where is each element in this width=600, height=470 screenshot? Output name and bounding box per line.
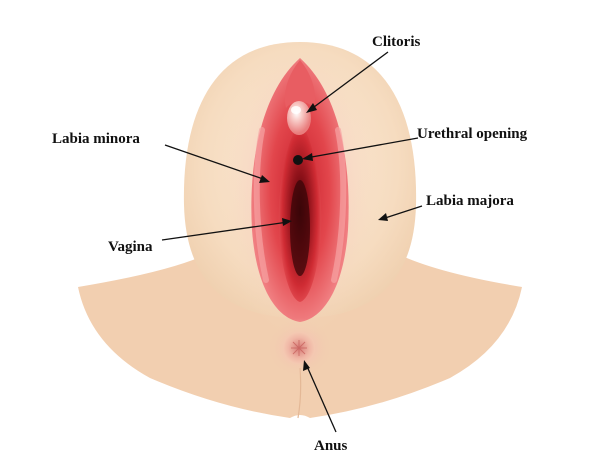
label-anus: Anus — [314, 438, 348, 454]
clitoris-shape — [287, 101, 311, 135]
anus-folds — [291, 340, 307, 356]
labia-majora-arrowhead — [378, 213, 388, 221]
labia-minora-highlight-right — [331, 127, 347, 283]
urethral-leader — [305, 137, 419, 159]
labia-minora-leader — [164, 144, 267, 181]
vagina-arrowhead — [282, 218, 292, 226]
clitoris-leader — [309, 51, 389, 111]
label-vagina: Vagina — [108, 239, 153, 255]
labia-minora-arrowhead — [259, 175, 270, 183]
anus-arrowhead — [303, 360, 310, 371]
clitoris-shine — [291, 106, 301, 114]
vagina-leader — [161, 221, 289, 241]
label-urethral-opening: Urethral opening — [417, 126, 528, 142]
label-labia-minora: Labia minora — [52, 131, 140, 147]
labia-minora-highlight — [253, 127, 269, 283]
label-clitoris: Clitoris — [372, 34, 420, 50]
labia-majora-leader — [381, 205, 423, 220]
label-labia-majora: Labia majora — [426, 193, 514, 209]
vaginal-opening — [290, 180, 310, 276]
urethral-opening-dot — [293, 155, 303, 165]
urethral-arrowhead — [302, 153, 313, 161]
anus-leader — [305, 363, 337, 433]
clitoris-arrowhead — [306, 103, 317, 113]
clitoral-hood — [284, 60, 316, 108]
